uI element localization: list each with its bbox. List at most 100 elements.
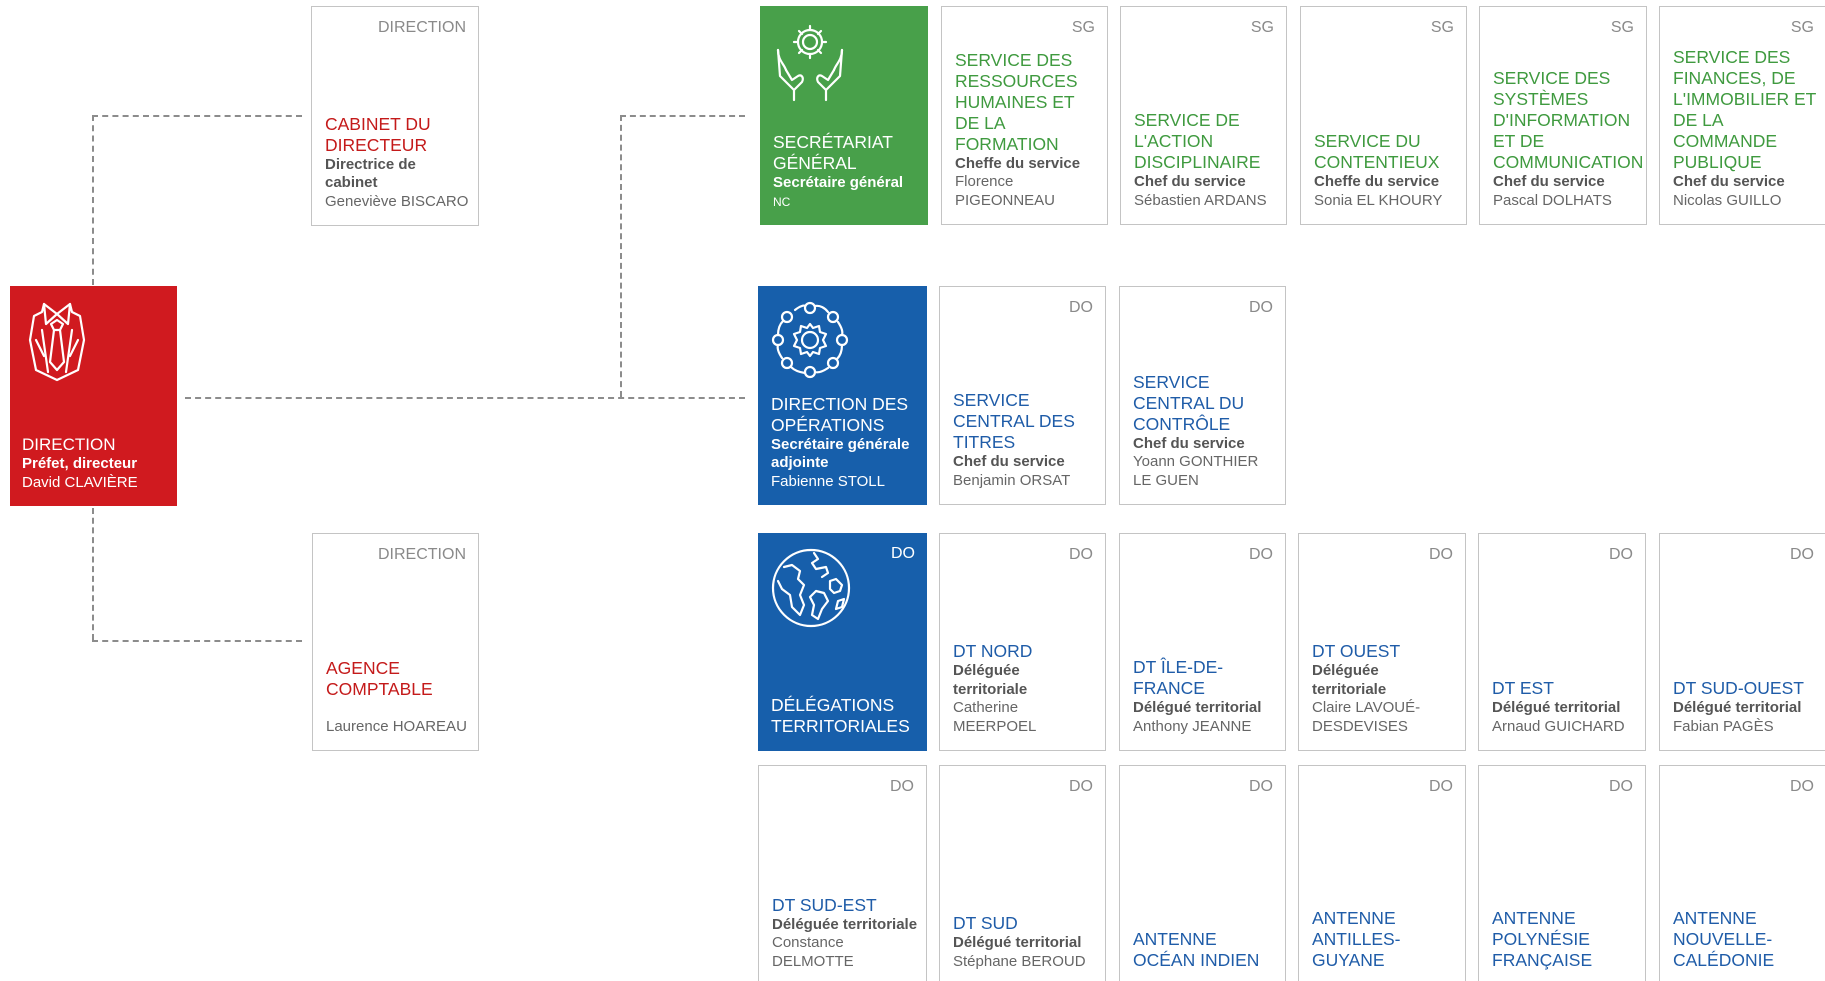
antenne-box[interactable]: DO ANTENNE OCÉAN INDIEN (1119, 765, 1286, 981)
dt-box[interactable]: DO DT SUD-EST Déléguée territoriale Cons… (758, 765, 927, 981)
dt-person: Anthony JEANNE (1133, 717, 1252, 735)
do-service-box[interactable]: DO SERVICE CENTRAL DES TITRES Chef du se… (939, 286, 1106, 505)
connector-direction-up (92, 115, 94, 285)
sg-service-role: Cheffe du service (955, 154, 1081, 172)
dt-person: Catherine MEERPOEL (953, 699, 1037, 735)
dt-tag: DO (1790, 546, 1814, 563)
antenne-tag: DO (1609, 778, 1633, 795)
antenne-title: ANTENNE POLYNÉSIE FRANÇAISE (1492, 908, 1593, 970)
antenne-box[interactable]: DO ANTENNE ANTILLES-GUYANE (1298, 765, 1466, 981)
sg-service-person: Nicolas GUILLO (1673, 191, 1782, 209)
sg-service-tag: SG (1071, 19, 1095, 36)
sg-head-box[interactable]: SECRÉTARIAT GÉNÉRAL Secrétaire général N… (760, 6, 928, 225)
antenne-title: ANTENNE OCÉAN INDIEN (1133, 929, 1260, 970)
dt-content: DT SUD-OUEST Délégué territorial Fabian … (1673, 678, 1818, 736)
dt-role: Déléguée territoriale (772, 915, 918, 933)
do-service-tag: DO (1069, 299, 1093, 316)
agence-box[interactable]: DIRECTION AGENCE COMPTABLE Laurence HOAR… (312, 533, 479, 751)
antenne-content: ANTENNE NOUVELLE-CALÉDONIE (1673, 908, 1818, 971)
suit-tie-icon (28, 302, 86, 382)
network-gear-icon (771, 301, 849, 379)
do-service-title: SERVICE CENTRAL DES TITRES (953, 390, 1075, 452)
direction-person: David CLAVIÈRE (22, 473, 138, 491)
sg-service-role: Chef du service (1493, 173, 1605, 190)
connector-to-sg (620, 115, 745, 117)
direction-role: Préfet, directeur (22, 455, 138, 472)
sg-service-title: SERVICE DES RESSOURCES HUMAINES ET DE LA… (955, 49, 1078, 154)
antenne-content: ANTENNE OCÉAN INDIEN (1133, 929, 1277, 971)
sg-service-tag: SG (1250, 19, 1274, 36)
dt-box[interactable]: DO DT OUEST Déléguée territoriale Claire… (1298, 533, 1466, 751)
dt-role: Délégué territorial (953, 934, 1082, 951)
cabinet-title: CABINET DU DIRECTEUR (325, 113, 431, 155)
sg-head-person: NC (773, 194, 791, 209)
dt-title: DT ÎLE-DE-FRANCE (1133, 657, 1224, 698)
dt-title: DT SUD-OUEST (1673, 678, 1804, 698)
sg-service-title: SERVICE DU CONTENTIEUX (1314, 131, 1440, 172)
dt-role: Déléguée territoriale (953, 662, 1028, 698)
sg-service-role: Cheffe du service (1314, 173, 1440, 190)
direction-box[interactable]: DIRECTION Préfet, directeur David CLAVIÈ… (10, 286, 177, 506)
dt-person: Constance DELMOTTE (772, 934, 854, 970)
do-service-role: Chef du service (1133, 434, 1245, 452)
hands-gear-icon (776, 24, 844, 102)
do-head-content: DIRECTION DES OPÉRATIONS Secrétaire géné… (771, 394, 919, 492)
sg-service-box[interactable]: SG SERVICE DE L'ACTION DISCIPLINAIRE Che… (1120, 6, 1287, 225)
do-service-title: SERVICE CENTRAL DU CONTRÔLE (1133, 371, 1245, 434)
dt-head-box[interactable]: DO DÉLÉGATIONS TERRITORIALES (758, 533, 927, 751)
antenne-box[interactable]: DO ANTENNE POLYNÉSIE FRANÇAISE (1478, 765, 1646, 981)
dt-box[interactable]: DO DT SUD-OUEST Délégué territorial Fabi… (1659, 533, 1825, 751)
sg-service-box[interactable]: SG SERVICE DES RESSOURCES HUMAINES ET DE… (941, 6, 1108, 225)
cabinet-person: Geneviève BISCARO (325, 192, 469, 210)
sg-service-title: SERVICE DES FINANCES, DE L'IMMOBILIER ET… (1673, 47, 1817, 172)
sg-service-content: SERVICE DU CONTENTIEUX Cheffe du service… (1314, 131, 1458, 210)
dt-person: Stéphane BEROUD (953, 952, 1086, 970)
antenne-box[interactable]: DO ANTENNE NOUVELLE-CALÉDONIE (1659, 765, 1825, 981)
sg-head-content: SECRÉTARIAT GÉNÉRAL Secrétaire général N… (773, 132, 920, 211)
do-service-role: Chef du service (953, 453, 1065, 470)
agence-content: AGENCE COMPTABLE Laurence HOAREAU (326, 658, 470, 737)
dt-content: DT ÎLE-DE-FRANCE Délégué territorial Ant… (1133, 657, 1277, 736)
dt-box[interactable]: DO DT ÎLE-DE-FRANCE Délégué territorial … (1119, 533, 1286, 751)
cabinet-box[interactable]: DIRECTION CABINET DU DIRECTEUR Directric… (311, 6, 479, 226)
sg-service-content: SERVICE DES SYSTÈMES D'INFORMATION ET DE… (1493, 68, 1643, 210)
sg-service-title: SERVICE DE L'ACTION DISCIPLINAIRE (1134, 110, 1261, 172)
sg-head-title: SECRÉTARIAT GÉNÉRAL (773, 132, 893, 173)
sg-service-role: Chef du service (1134, 173, 1246, 190)
sg-service-role: Chef du service (1673, 173, 1785, 190)
dt-box[interactable]: DO DT EST Délégué territorial Arnaud GUI… (1478, 533, 1646, 751)
antenne-tag: DO (1790, 778, 1814, 795)
dt-role: Délégué territorial (1673, 699, 1802, 716)
antenne-tag: DO (1249, 778, 1273, 795)
cabinet-role: Directrice de cabinet (325, 155, 416, 192)
antenne-title: ANTENNE ANTILLES-GUYANE (1312, 908, 1401, 970)
dt-box[interactable]: DO DT SUD Délégué territorial Stéphane B… (939, 765, 1106, 981)
sg-service-box[interactable]: SG SERVICE DU CONTENTIEUX Cheffe du serv… (1300, 6, 1467, 225)
do-service-tag: DO (1249, 299, 1273, 316)
dt-content: DT EST Délégué territorial Arnaud GUICHA… (1492, 678, 1637, 736)
dt-tag: DO (1429, 546, 1453, 563)
sg-service-tag: SG (1610, 19, 1634, 36)
sg-service-box[interactable]: SG SERVICE DES SYSTÈMES D'INFORMATION ET… (1479, 6, 1647, 225)
agence-title: AGENCE COMPTABLE (326, 657, 433, 699)
dt-role: Déléguée territoriale (1312, 662, 1387, 698)
cabinet-tag: DIRECTION (378, 19, 466, 36)
dt-head-tag: DO (891, 545, 915, 562)
direction-content: DIRECTION Préfet, directeur David CLAVIÈ… (22, 434, 169, 492)
dt-box[interactable]: DO DT NORD Déléguée territoriale Catheri… (939, 533, 1106, 751)
connector-direction-down (92, 508, 94, 640)
dt-tag: DO (1069, 778, 1093, 795)
sg-service-box[interactable]: SG SERVICE DES FINANCES, DE L'IMMOBILIER… (1659, 6, 1825, 225)
do-service-content: SERVICE CENTRAL DES TITRES Chef du servi… (953, 390, 1097, 490)
sg-service-content: SERVICE DE L'ACTION DISCIPLINAIRE Chef d… (1134, 110, 1278, 210)
sg-service-person: Florence PIGEONNEAU (955, 173, 1056, 209)
direction-title: DIRECTION (22, 435, 116, 454)
agence-tag: DIRECTION (378, 546, 466, 563)
agence-person: Laurence HOAREAU (326, 717, 467, 735)
dt-tag: DO (1069, 546, 1093, 563)
do-service-box[interactable]: DO SERVICE CENTRAL DU CONTRÔLE Chef du s… (1119, 286, 1286, 505)
connector-to-cabinet (92, 115, 302, 117)
do-head-box[interactable]: DIRECTION DES OPÉRATIONS Secrétaire géné… (758, 286, 927, 505)
antenne-tag: DO (1429, 778, 1453, 795)
dt-content: DT NORD Déléguée territoriale Catherine … (953, 641, 1097, 736)
